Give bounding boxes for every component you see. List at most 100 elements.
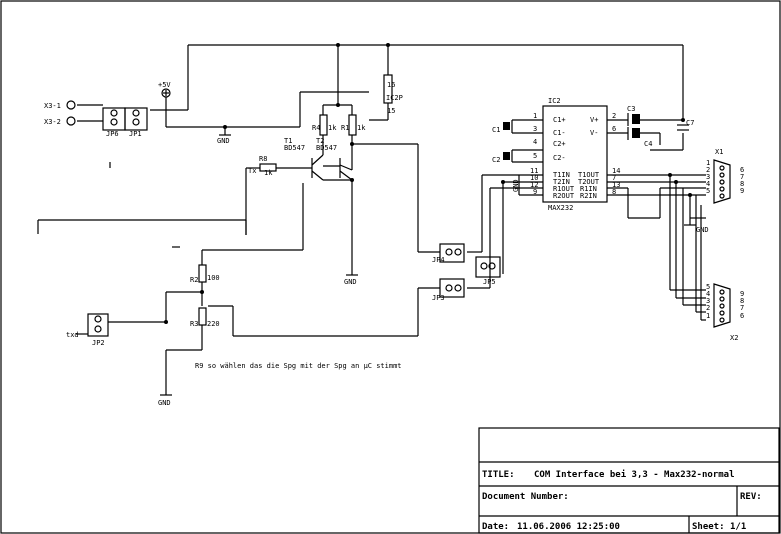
- capacitor-c4: C4: [627, 127, 652, 148]
- document-number-label: Document Number:: [482, 492, 569, 502]
- capacitor-c3: C3: [627, 105, 640, 126]
- ic2-label: IC2: [548, 97, 561, 105]
- c7-label: C7: [686, 119, 694, 127]
- pin-number: 2: [706, 166, 710, 174]
- jp5-label: JP5: [483, 278, 496, 286]
- capacitor-c1: C1: [492, 120, 513, 134]
- jumper-jp3: JP3: [432, 278, 465, 302]
- title-value: COM Interface bei 3,3 - Max232-normal: [534, 469, 734, 480]
- title-label: TITLE:: [482, 470, 515, 480]
- pin-name: T1OUT: [578, 171, 600, 179]
- pin-number: 5: [706, 283, 710, 291]
- gnd-label: GND: [344, 278, 357, 286]
- pin-number: 12: [530, 181, 538, 189]
- resistor-r3: R3 220: [190, 307, 220, 328]
- resistor-r1: R1 1k: [341, 114, 366, 136]
- gnd-label: GND: [512, 179, 520, 192]
- r3-value: 220: [207, 320, 220, 328]
- r3-label: R3: [190, 320, 198, 328]
- gnd-label: GND: [696, 226, 709, 234]
- date-value: 11.06.2006 12:25:00: [517, 522, 620, 532]
- pin-number: 2: [612, 112, 616, 120]
- capacitor-c7: C7: [677, 119, 694, 131]
- sheet-value: 1/1: [730, 522, 746, 532]
- pin-name: C1+: [553, 116, 566, 124]
- dsub-x2: X2 5 4 3 2 1 9 8 7 6: [706, 283, 744, 342]
- pin-number: 4: [706, 290, 710, 298]
- resistor-r4: R4 1k: [312, 114, 337, 136]
- pin-number: 4: [706, 180, 710, 188]
- pin-name: T2OUT: [578, 178, 600, 186]
- date-label: Date:: [482, 522, 509, 532]
- jumper-jp6-jp1: JP6 JP1: [102, 107, 148, 138]
- jp4-label: JP4: [432, 256, 445, 264]
- pin-number: 7: [740, 173, 744, 181]
- jp2-label: JP2: [92, 339, 105, 347]
- pin-number: 1: [706, 312, 710, 320]
- gnd-symbol-3: GND: [158, 394, 172, 407]
- gnd-symbol-4: GND: [684, 224, 709, 234]
- pin-number: 3: [706, 297, 710, 305]
- r1-label: R1: [341, 124, 349, 132]
- capacitor-c2: C2: [492, 150, 513, 164]
- pin-number: 5: [706, 187, 710, 195]
- transistor-t2: T2 BD547: [316, 137, 353, 181]
- ic2p-pin16: 16: [387, 81, 395, 89]
- pin-name: T2IN: [553, 178, 570, 186]
- tx-label: Tx: [248, 167, 256, 175]
- ic2-type: MAX232: [548, 204, 573, 212]
- transistor-t1: T1 BD547: [284, 137, 324, 181]
- t1-type: BD547: [284, 144, 305, 152]
- x3-2-label: X3-2: [44, 118, 61, 126]
- pin-number: 3: [533, 125, 537, 133]
- pin-name: V+: [590, 116, 598, 124]
- ic2p-pin15: 15: [387, 107, 395, 115]
- pin-number: 8: [740, 297, 744, 305]
- jp1-label: JP1: [129, 130, 142, 138]
- pin-number: 5: [533, 152, 537, 160]
- gnd-label: GND: [217, 137, 230, 145]
- t2-type: BD547: [316, 144, 337, 152]
- pin-name: C2-: [553, 154, 566, 162]
- rev-label: REV:: [740, 492, 762, 502]
- pin-number: 2: [706, 304, 710, 312]
- r4-label: R4: [312, 124, 320, 132]
- pin-name: R2IN: [580, 192, 597, 200]
- pin-number: 8: [612, 188, 616, 196]
- gnd-symbol-2: GND: [344, 274, 358, 286]
- r2-label: R2: [190, 276, 198, 284]
- pin-number: 6: [740, 312, 744, 320]
- r1-value: 1k: [357, 124, 366, 132]
- dsub-x1: X1 1 2 3 4 5 6 7 8 9: [706, 148, 744, 204]
- pin-number: 9: [740, 187, 744, 195]
- x3-1-label: X3-1: [44, 102, 61, 110]
- jumper-jp2: JP2 txd: [66, 313, 109, 347]
- pin-number: 11: [530, 167, 538, 175]
- jumper-jp4: JP4: [432, 243, 465, 264]
- pin-number: 7: [612, 174, 616, 182]
- pin-number: 6: [740, 166, 744, 174]
- plus5v-label: +5V: [158, 81, 171, 89]
- pin-number: 1: [706, 159, 710, 167]
- pin-name: C2+: [553, 140, 566, 148]
- junction-dots: [164, 43, 692, 324]
- pin-number: 8: [740, 180, 744, 188]
- ic-max232: IC2 MAX232 C1+ C1- C2+ C2- T1IN T2IN R1O…: [530, 97, 620, 212]
- pin-number: 6: [612, 125, 616, 133]
- x2-label: X2: [730, 334, 738, 342]
- pin-number: 3: [706, 173, 710, 181]
- pin-number: 7: [740, 304, 744, 312]
- resistor-r8: R8 Tx 1k: [248, 155, 277, 177]
- jp3-label: JP3: [432, 294, 445, 302]
- t1-label: T1: [284, 137, 292, 145]
- pin-number: 14: [612, 167, 620, 175]
- gnd-label: GND: [158, 399, 171, 407]
- title-block: TITLE: COM Interface bei 3,3 - Max232-no…: [478, 427, 780, 534]
- resistor-r2: R2 100: [190, 264, 220, 284]
- x1-label: X1: [715, 148, 723, 156]
- jp6-label: JP6: [106, 130, 119, 138]
- ic2p-label: IC2P: [386, 94, 403, 102]
- c4-label: C4: [644, 140, 652, 148]
